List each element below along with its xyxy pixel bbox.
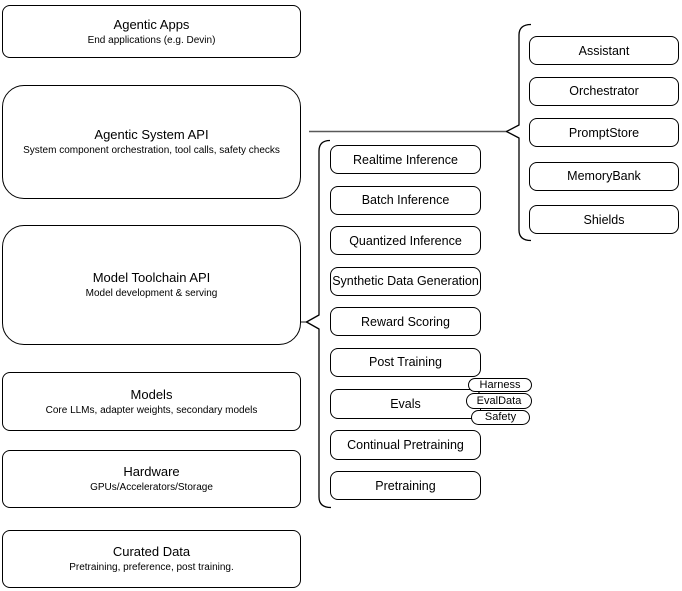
node-subtitle: System component orchestration, tool cal… [23, 145, 280, 156]
node-label: Evals [390, 396, 421, 411]
node-pretraining: Pretraining [330, 471, 481, 500]
tag-label: Harness [479, 378, 521, 391]
node-label: PromptStore [568, 125, 640, 140]
node-label: Reward Scoring [361, 314, 450, 329]
node-label: Orchestrator [569, 84, 639, 98]
tag-label: Safety [484, 410, 517, 423]
node-title: Agentic System API [94, 127, 209, 142]
node-realtime-inference: Realtime Inference [330, 145, 481, 174]
node-label: Shields [583, 212, 625, 227]
node-post-training: Post Training [330, 347, 481, 377]
node-subtitle: Pretraining, preference, post training. [69, 562, 234, 573]
node-subtitle: End applications (e.g. Devin) [87, 34, 216, 46]
node-label: Post Training [369, 355, 442, 369]
node-title: Hardware [123, 464, 180, 479]
node-reward-scoring: Reward Scoring [330, 307, 481, 336]
node-title: Model Toolchain API [92, 270, 211, 285]
node-agentic-system-api: Agentic System API System component orch… [2, 85, 301, 199]
node-label: Pretraining [375, 478, 436, 493]
node-label: Batch Inference [361, 193, 450, 207]
node-continual-pretraining: Continual Pretraining [330, 430, 481, 460]
node-subtitle: Core LLMs, adapter weights, secondary mo… [45, 404, 258, 416]
node-label: Quantized Inference [349, 233, 462, 248]
node-subtitle: GPUs/Accelerators/Storage [90, 482, 213, 493]
node-title: Curated Data [112, 544, 191, 559]
tag-label: EvalData [476, 394, 522, 407]
node-memorybank: MemoryBank [529, 161, 679, 191]
node-label: Continual Pretraining [347, 438, 464, 452]
tag-harness: Harness [468, 378, 532, 392]
node-batch-inference: Batch Inference [330, 185, 481, 215]
node-curated-data: Curated Data Pretraining, preference, po… [2, 530, 301, 588]
node-agentic-apps: Agentic Apps End applications (e.g. Devi… [2, 5, 301, 58]
tag-evaldata: EvalData [466, 393, 532, 409]
node-label: Assistant [578, 43, 630, 58]
node-model-toolchain-api: Model Toolchain API Model development & … [2, 225, 301, 345]
node-evals: Evals [330, 388, 481, 419]
node-subtitle: Model development & serving [85, 288, 218, 299]
node-quantized-inference: Quantized Inference [330, 226, 481, 255]
node-label: Realtime Inference [353, 152, 458, 167]
system-bracket [505, 23, 532, 242]
node-shields: Shields [529, 205, 679, 234]
toolchain-bracket [305, 139, 332, 509]
node-title: Models [130, 386, 173, 402]
node-title: Agentic Apps [113, 16, 190, 32]
node-orchestrator: Orchestrator [529, 76, 679, 106]
node-promptstore: PromptStore [529, 118, 679, 147]
node-label: MemoryBank [567, 169, 641, 183]
node-label: Synthetic Data Generation [332, 274, 479, 288]
node-assistant: Assistant [529, 36, 679, 65]
node-hardware: Hardware GPUs/Accelerators/Storage [2, 450, 301, 508]
tag-safety: Safety [471, 409, 530, 425]
node-models: Models Core LLMs, adapter weights, secon… [2, 372, 301, 431]
node-synthetic-data-generation: Synthetic Data Generation [330, 266, 481, 296]
